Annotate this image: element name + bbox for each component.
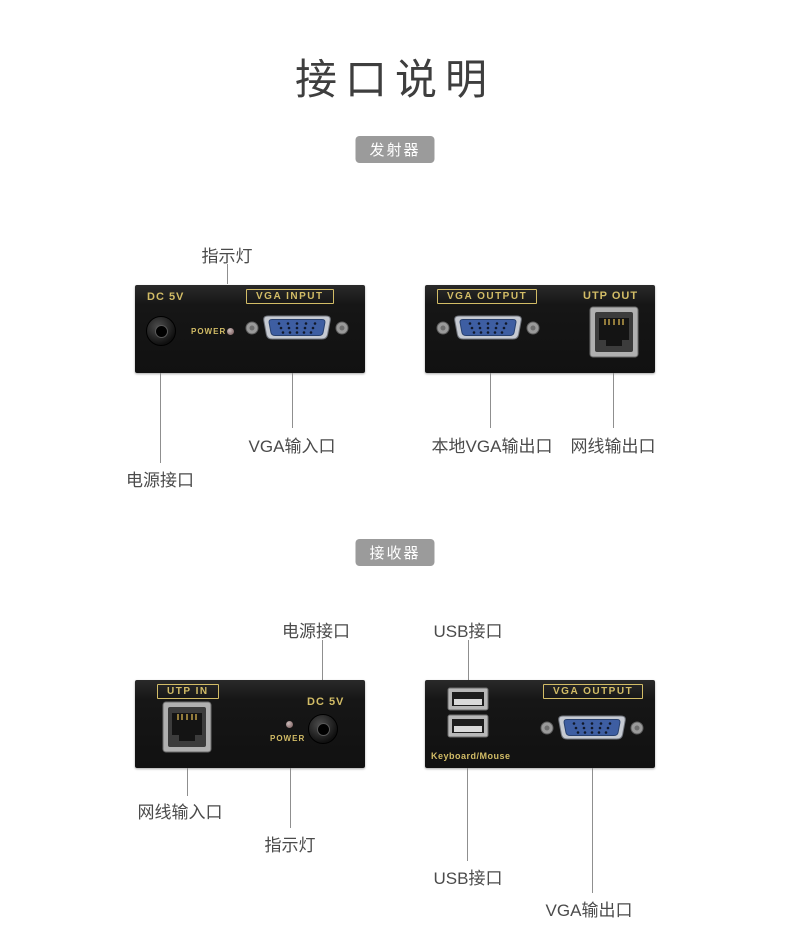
callout-line — [468, 640, 469, 680]
callout-line — [322, 640, 323, 680]
callout-line — [490, 373, 491, 428]
transmitter-right-panel: VGA OUTPUT UTP OUT — [425, 285, 655, 373]
keyboard-mouse-label: Keyboard/Mouse — [431, 751, 511, 761]
callout-usb-bottom: USB接口 — [433, 869, 503, 888]
receiver-right-panel: Keyboard/Mouse VGA OUTPUT — [425, 680, 655, 768]
vga-output-label: VGA OUTPUT — [437, 289, 538, 304]
dc5v-label: DC 5V — [307, 696, 345, 708]
callout-usb-top: USB接口 — [433, 622, 503, 641]
callout-line — [592, 768, 593, 893]
receiver-badge: 接收器 — [355, 539, 435, 566]
vga-connector — [245, 315, 349, 340]
power-led — [227, 328, 234, 335]
callout-line — [292, 373, 293, 428]
callout-line — [187, 768, 188, 796]
callout-line — [467, 768, 468, 861]
callout-indicator-rx: 指示灯 — [264, 836, 316, 855]
utp-in-label: UTP IN — [157, 684, 219, 699]
page-title: 接口说明 — [294, 56, 495, 103]
receiver-left-panel: UTP IN POWER DC 5V — [135, 680, 365, 768]
callout-net-in: 网线输入口 — [137, 803, 223, 822]
power-led — [286, 721, 293, 728]
utp-out-label: UTP OUT — [583, 290, 639, 302]
usb-port — [447, 714, 489, 738]
rj45-port — [589, 306, 639, 358]
callout-vga-out: VGA输出口 — [545, 901, 633, 920]
dc-power-jack — [308, 714, 338, 744]
dc-power-jack — [146, 316, 176, 346]
callout-line — [613, 373, 614, 428]
callout-line — [290, 768, 291, 828]
power-label: POWER — [270, 734, 306, 743]
callout-power-rx: 电源接口 — [282, 622, 350, 641]
transmitter-left-panel: DC 5V POWER VGA INPUT — [135, 285, 365, 373]
vga-connector — [540, 715, 644, 740]
usb-port — [447, 687, 489, 711]
vga-connector — [436, 315, 540, 340]
transmitter-badge: 发射器 — [355, 136, 435, 163]
callout-vga-input: VGA输入口 — [248, 437, 336, 456]
callout-indicator-tx: 指示灯 — [201, 247, 253, 266]
vga-output-label: VGA OUTPUT — [543, 684, 644, 699]
dc5v-label: DC 5V — [147, 291, 185, 303]
power-label: POWER — [191, 327, 227, 336]
callout-line — [160, 373, 161, 463]
vga-input-label: VGA INPUT — [246, 289, 334, 304]
callout-power-tx: 电源接口 — [126, 471, 194, 490]
callout-local-vga-out: 本地VGA输出口 — [431, 437, 553, 456]
callout-net-out: 网线输出口 — [570, 437, 656, 456]
rj45-port — [162, 701, 212, 753]
callout-line — [227, 264, 228, 284]
